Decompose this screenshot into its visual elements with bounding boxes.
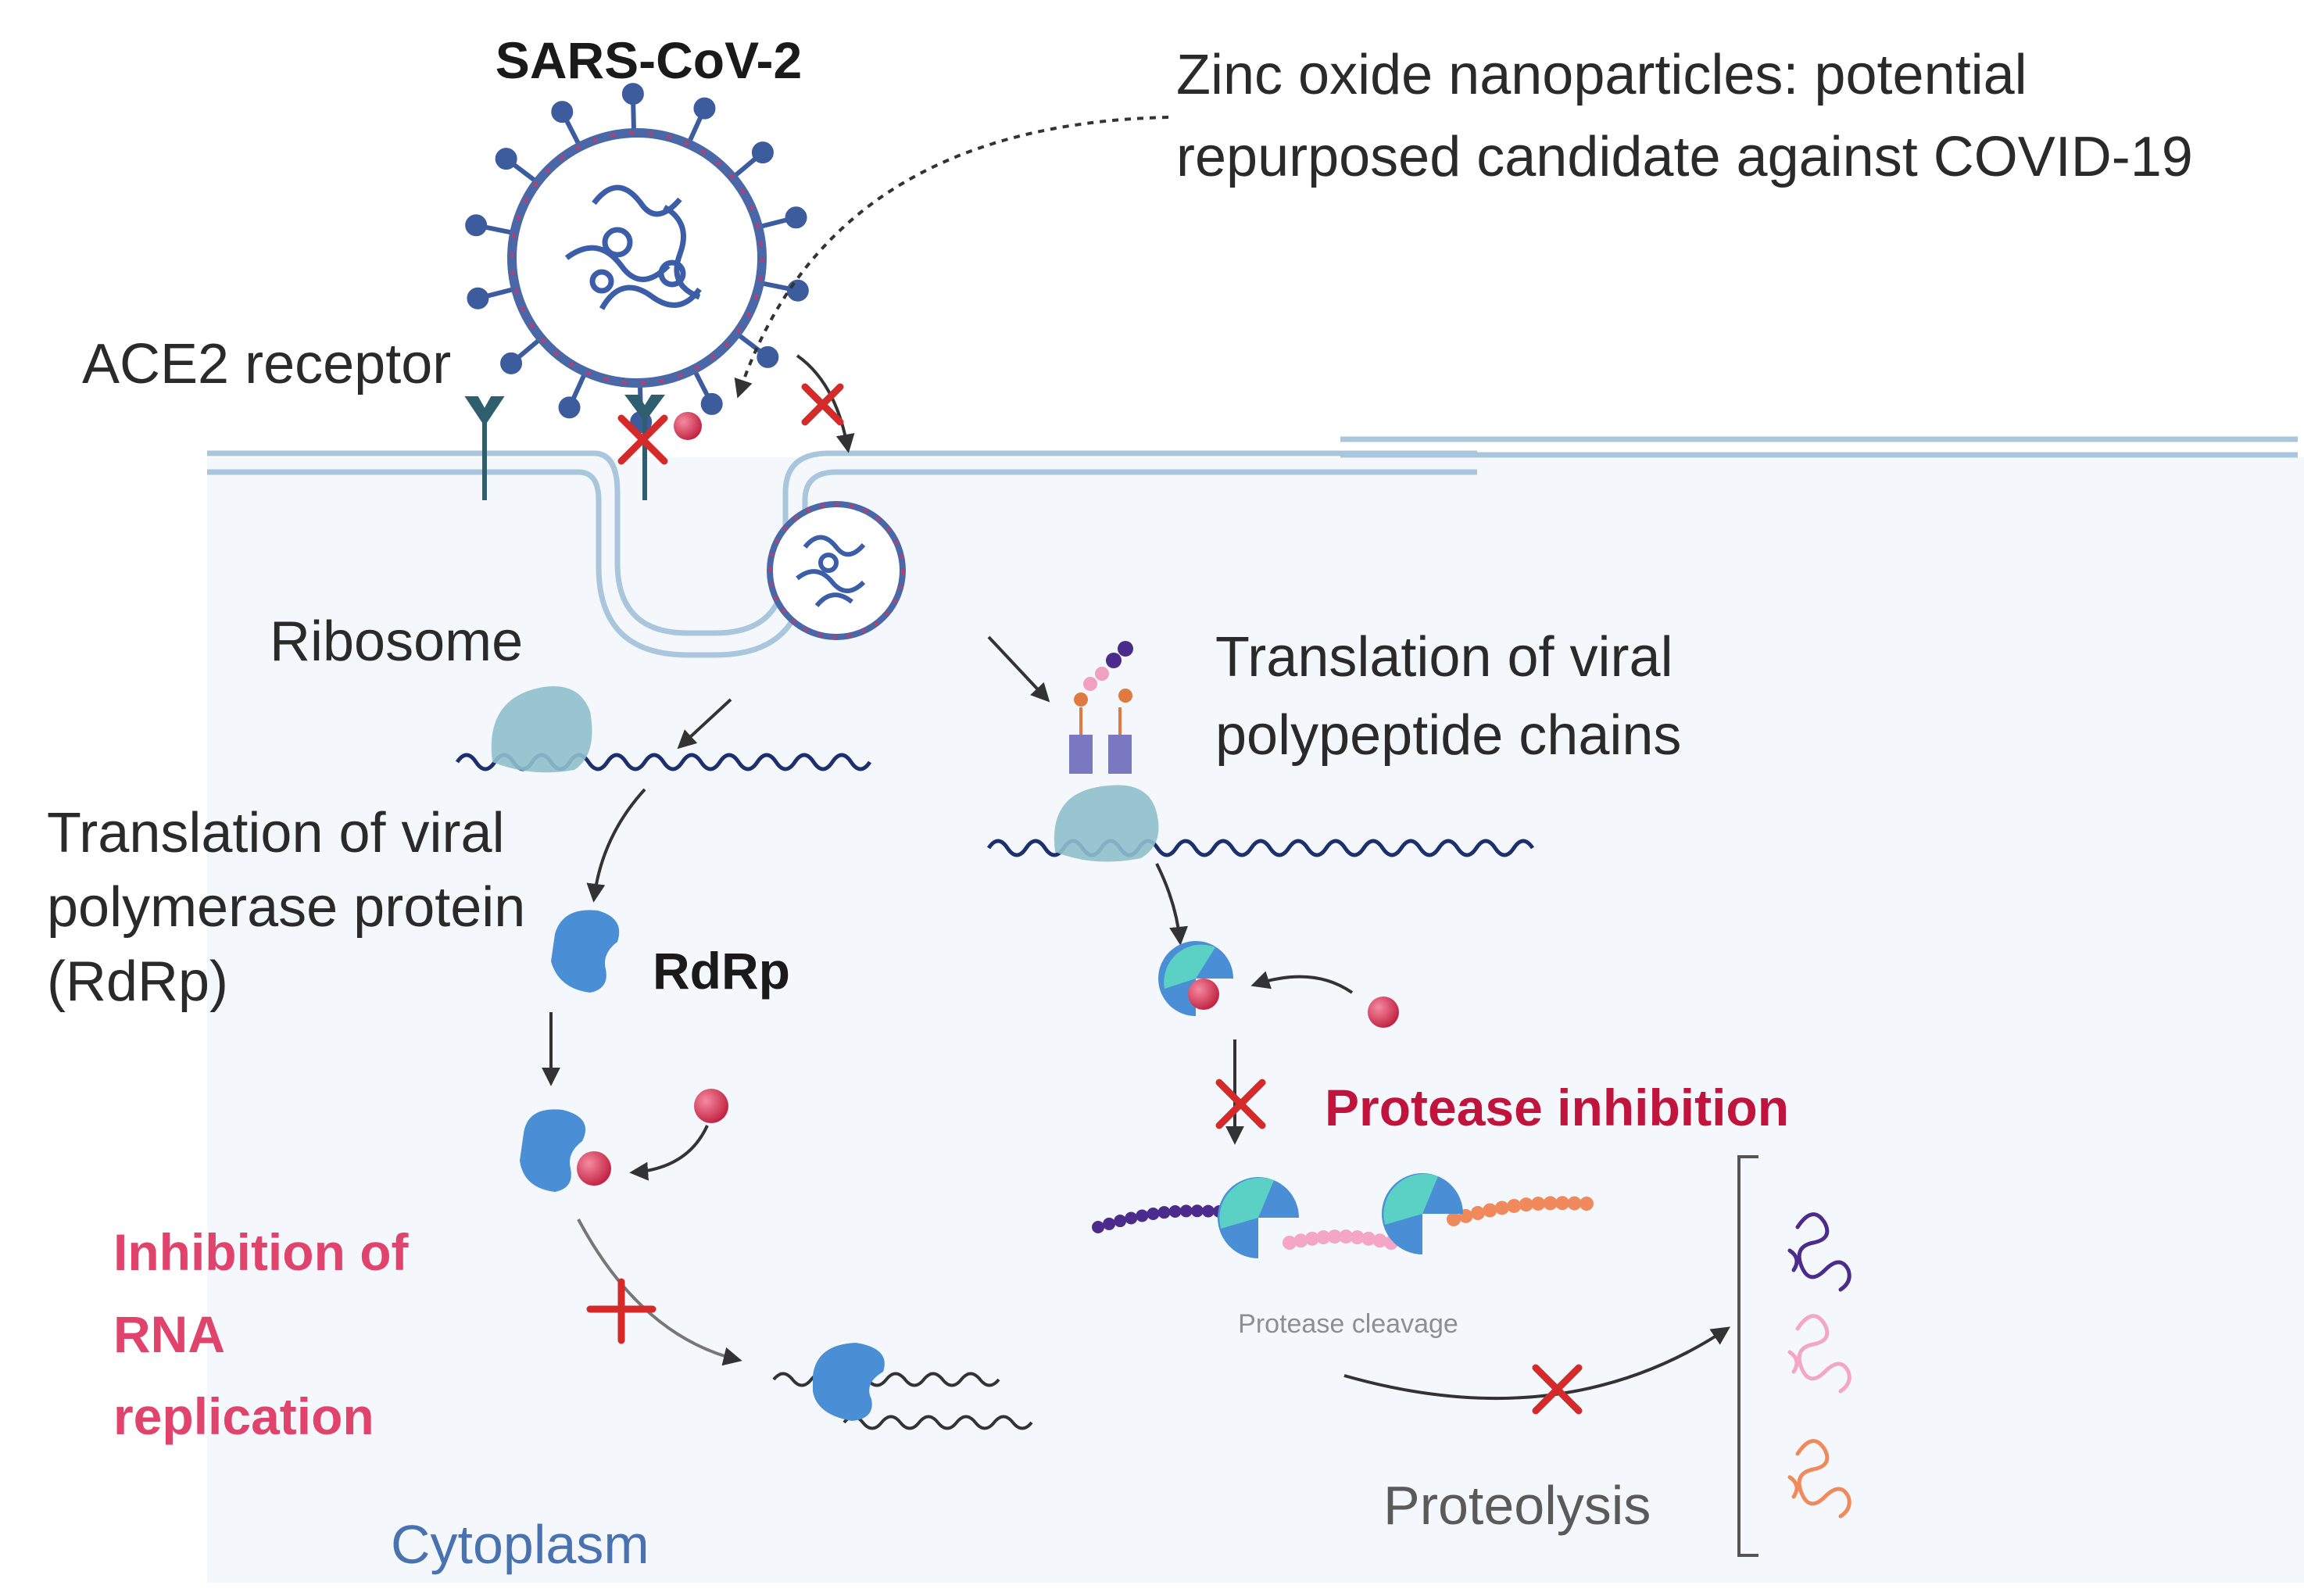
rdrp-label: RdRp <box>653 942 790 1000</box>
left-ribosome-icon <box>491 686 592 773</box>
nanoparticle-binding-arrow-rdrp <box>629 1125 709 1181</box>
protease-cleavage-label: Protease cleavage <box>1238 1309 1458 1339</box>
nanoparticle-binding-arrow-protease <box>1250 971 1354 994</box>
protease-cleavage-icon <box>1092 1173 1594 1258</box>
zinc-heading-line2: repurposed candidate against COVID-19 <box>1176 126 2193 188</box>
arrow-to-protease <box>1155 863 1189 946</box>
arrow-to-left-ribosome <box>677 698 732 750</box>
protease-with-nanoparticle-icon <box>1158 941 1233 1016</box>
protease-inhibition-x-icon <box>1215 1079 1266 1129</box>
replication-inhibition-x-icon <box>586 1278 656 1344</box>
sars-cov-2-virion-icon <box>465 83 809 433</box>
zinc-targeting-arrow <box>734 116 1169 399</box>
proteolysis-label: Proteolysis <box>1383 1475 1651 1536</box>
arrow-to-rdrp <box>586 788 646 903</box>
inhibition-rna-label-line1: Inhibition of <box>113 1223 410 1281</box>
replication-arrow <box>577 1218 742 1366</box>
polymerase-translation-label-line1: Translation of viral <box>47 802 505 864</box>
ace2-receptor-icon <box>464 396 505 500</box>
polypeptide-translation-label-line1: Translation of viral <box>1215 626 1673 689</box>
right-ribosome-icon <box>1054 785 1159 862</box>
virus-title: SARS-CoV-2 <box>496 31 802 89</box>
proteolysis-inhibition-x-icon <box>1532 1364 1583 1415</box>
polymerase-translation-label-line2: polymerase protein <box>47 876 525 939</box>
folded-protein-purple-icon <box>1787 1212 1851 1292</box>
cytoplasm-label: Cytoplasm <box>391 1514 649 1575</box>
ribosome-label: Ribosome <box>270 610 523 673</box>
endocytosed-virion-icon <box>767 501 906 640</box>
replicated-rna-icon <box>772 1372 1033 1430</box>
inhibition-rna-label-line3: replication <box>113 1387 374 1445</box>
viral-entry-inhibition-x-icon <box>801 383 844 426</box>
zno-nanoparticle-icon <box>674 412 702 440</box>
free-nanoparticle-rdrp-icon <box>694 1089 728 1123</box>
cell-membrane <box>207 436 2298 658</box>
rdrp-bound-nanoparticle-icon <box>577 1151 611 1186</box>
polypeptide-translation-label-line2: polypeptide chains <box>1215 704 1681 767</box>
protease-inhibition-label: Protease inhibition <box>1325 1079 1789 1136</box>
folded-protein-pink-icon <box>1787 1314 1851 1394</box>
free-nanoparticle-protease-icon <box>1368 997 1399 1028</box>
receptor-binding-inhibition-x-icon <box>617 414 668 465</box>
rdrp-enzyme-icon <box>551 910 620 993</box>
cytoplasm-region <box>207 457 2304 1583</box>
arrow-to-right-ribosome <box>987 635 1050 703</box>
zinc-heading-line1: Zinc oxide nanoparticles: potential <box>1176 44 2027 106</box>
replicating-rdrp-icon <box>813 1343 885 1421</box>
nascent-polypeptide-icon <box>1069 641 1133 774</box>
inhibition-rna-label-line2: RNA <box>113 1305 225 1363</box>
ace2-receptor-label: ACE2 receptor <box>82 333 451 395</box>
ace2-receptor-blocked-icon <box>624 395 665 500</box>
folded-protein-orange-icon <box>1787 1439 1851 1519</box>
rdrp-complex-enzyme-icon <box>520 1109 586 1192</box>
polymerase-translation-label-line3: (RdRp) <box>47 950 228 1013</box>
products-bracket <box>1737 1155 1758 1557</box>
